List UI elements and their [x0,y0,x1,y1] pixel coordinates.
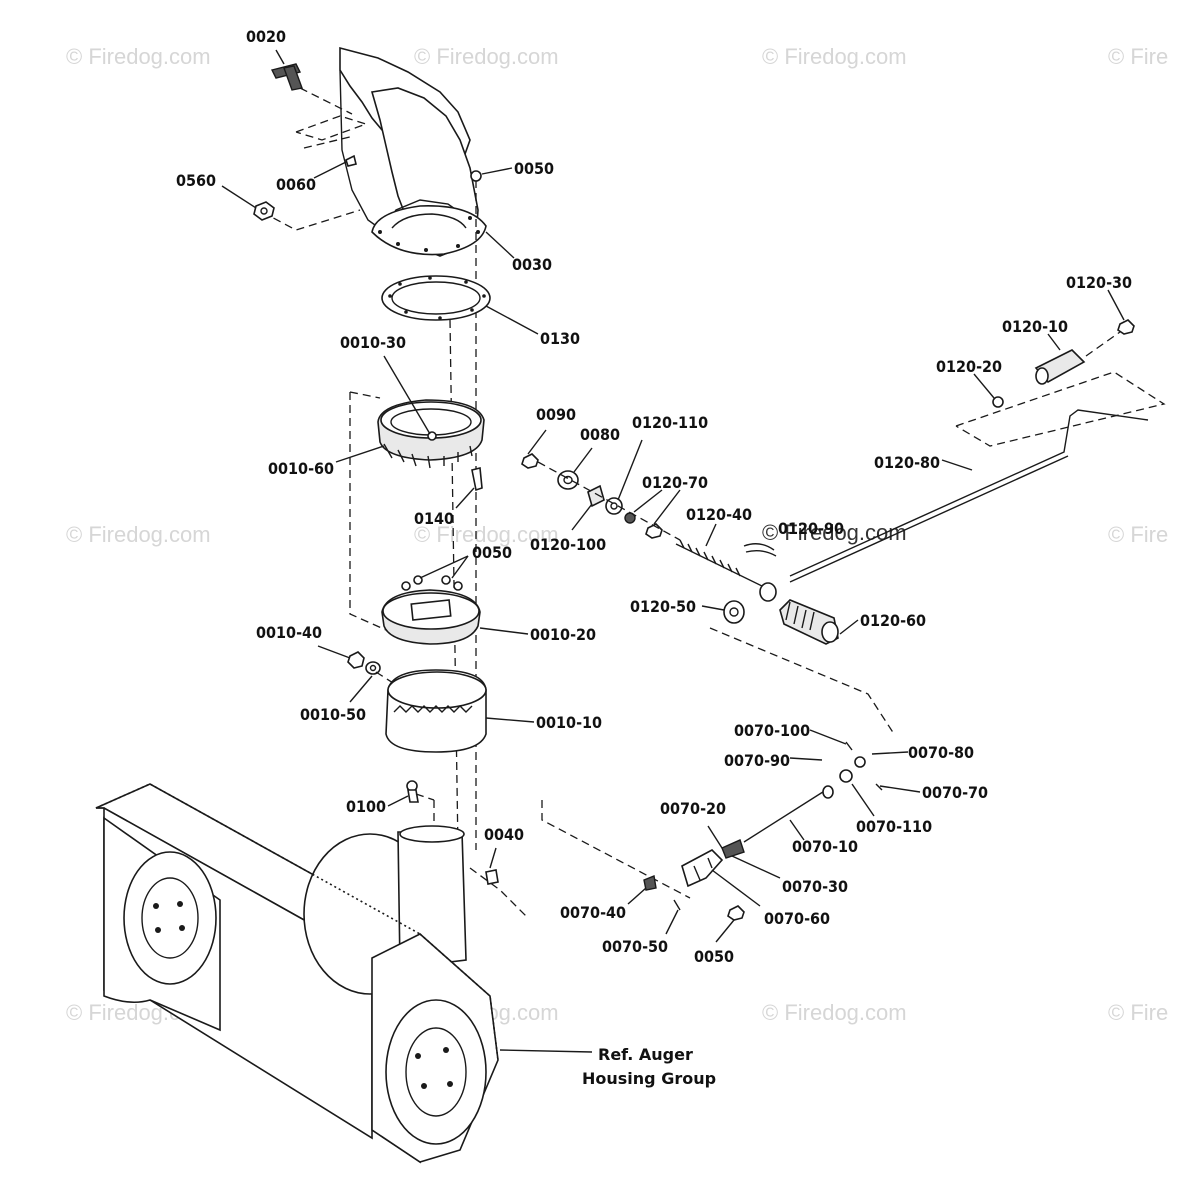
bolt-0040 [485,847,499,885]
label-0030: 0030 [512,255,552,274]
label-0010-50: 0010-50 [300,705,366,724]
watermark: © Firedog.com [66,522,211,547]
plate-0010-20 [381,589,529,645]
label-0120-90: 0120-90 [778,519,844,538]
watermark-partial: © Fire [1108,1000,1168,1025]
label-0120-40: 0120-40 [686,505,752,524]
ring-gear-0010-10 [385,669,535,753]
label-0040: 0040 [484,825,524,844]
label-0010-10: 0010-10 [536,713,602,732]
label-0130: 0130 [540,329,580,348]
label-0070-80: 0070-80 [908,743,974,762]
label-0120-20: 0120-20 [936,357,1002,376]
label-0050: 0050 [694,947,734,966]
label-0120-30: 0120-30 [1066,273,1132,292]
label-0120-60: 0120-60 [860,611,926,630]
label-0090: 0090 [536,405,576,424]
screw-0140 [455,466,483,509]
discharge-chute [339,46,487,257]
label-0560: 0560 [176,171,216,190]
label-0020: 0020 [246,27,286,46]
label-0120-10: 0120-10 [1002,317,1068,336]
label-0120-100: 0120-100 [530,535,606,554]
label-0140: 0140 [414,509,454,528]
label-0070-50: 0070-50 [602,937,668,956]
label-0070-100: 0070-100 [734,721,810,740]
label-0070-30: 0070-30 [782,877,848,896]
part-labels: 0020 0060 0560 0050 0030 0130 0010-30 00… [176,27,1132,1088]
label-0010-40: 0010-40 [256,623,322,642]
label-0070-10: 0070-10 [792,837,858,856]
crank-assembly [521,289,1166,735]
label-0060: 0060 [276,175,316,194]
auger-housing [95,783,593,1164]
reference-label-line2: Housing Group [582,1069,716,1088]
watermark: © Firedog.com [762,1000,907,1025]
gear-ring-0010-60 [335,355,485,469]
label-0070-20: 0070-20 [660,799,726,818]
watermark-partial: © Fire [1108,522,1168,547]
label-0080: 0080 [580,425,620,444]
label-0070-90: 0070-90 [724,751,790,770]
reference-label-line1: Ref. Auger [598,1045,693,1064]
washer-0010-50 [349,661,381,703]
watermark: © Firedog.com [414,44,559,69]
nut-0010-40 [317,645,365,669]
bolt-0050-top [470,167,513,182]
label-0120-110: 0120-110 [632,413,708,432]
assembly-guide-box [349,392,387,631]
label-0070-110: 0070-110 [856,817,932,836]
label-0010-30: 0010-30 [340,333,406,352]
nut-0560 [221,185,275,221]
label-0120-80: 0120-80 [874,453,940,472]
label-0070-40: 0070-40 [560,903,626,922]
bolt-0100 [387,780,419,807]
watermark-partial: © Fire [1108,44,1168,69]
pin-0060 [313,154,357,179]
label-0070-70: 0070-70 [922,783,988,802]
linkage-assembly [541,729,921,943]
label-0120-70: 0120-70 [642,473,708,492]
knob-0020 [270,49,353,115]
bolts-0050-mid [401,555,469,591]
gasket-0130 [381,275,539,335]
label-0050: 0050 [472,543,512,562]
label-0100: 0100 [346,797,386,816]
label-0120-50: 0120-50 [630,597,696,616]
label-0010-20: 0010-20 [530,625,596,644]
label-0050: 0050 [514,159,554,178]
watermark: © Firedog.com [762,44,907,69]
label-0010-60: 0010-60 [268,459,334,478]
watermark: © Firedog.com [414,522,559,547]
watermark: © Firedog.com [66,44,211,69]
label-0070-60: 0070-60 [764,909,830,928]
